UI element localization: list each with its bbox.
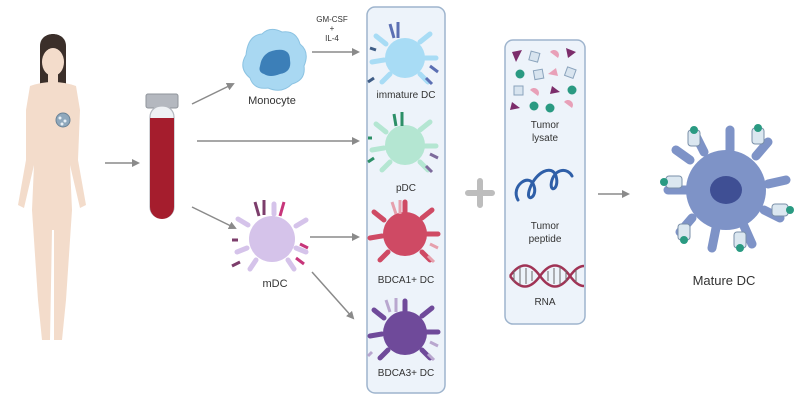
arrow-tube-to-monocyte [191,83,235,105]
tumor-peptide-label-line2: peptide [529,234,562,245]
rna-label: RNA [534,297,555,308]
tumor-lysate-label-line2: lysate [532,133,559,144]
pdc-icon [367,112,439,174]
monocyte-icon [242,28,307,91]
arrow-mdc-to-bdca3 [311,271,355,320]
antigen-panel [504,39,586,325]
arrow-tube-to-mdc [191,206,237,229]
cytokine-label-line2: + [330,24,335,33]
tumor-peptide-icon [514,168,574,202]
mdc-label: mDC [262,278,287,290]
cytokine-label-line3: IL-4 [325,34,339,43]
bdca3-dc-icon [366,298,441,362]
bdca1-dc-label: BDCA1+ DC [378,275,434,286]
bdca1-dc-icon [367,199,441,264]
immature-dc-icon [367,22,439,86]
mature-dc-icon [660,124,794,253]
bdca3-dc-label: BDCA3+ DC [378,368,434,379]
plus-icon [465,178,495,208]
mature-dc-label: Mature DC [693,273,756,288]
pdc-label: pDC [396,183,416,194]
rna-icon [508,264,585,288]
tumor-lysate-icon [510,48,577,113]
blood-tube-icon [145,93,179,219]
human-figure-icon [18,34,86,340]
tumor-peptide-label-line1: Tumor [531,221,560,232]
immature-dc-label: immature DC [377,90,436,101]
monocyte-label: Monocyte [248,95,296,107]
mdc-icon [231,200,309,272]
tumor-lysate-label-line1: Tumor [531,120,560,131]
cytokine-label-line1: GM-CSF [316,15,348,24]
